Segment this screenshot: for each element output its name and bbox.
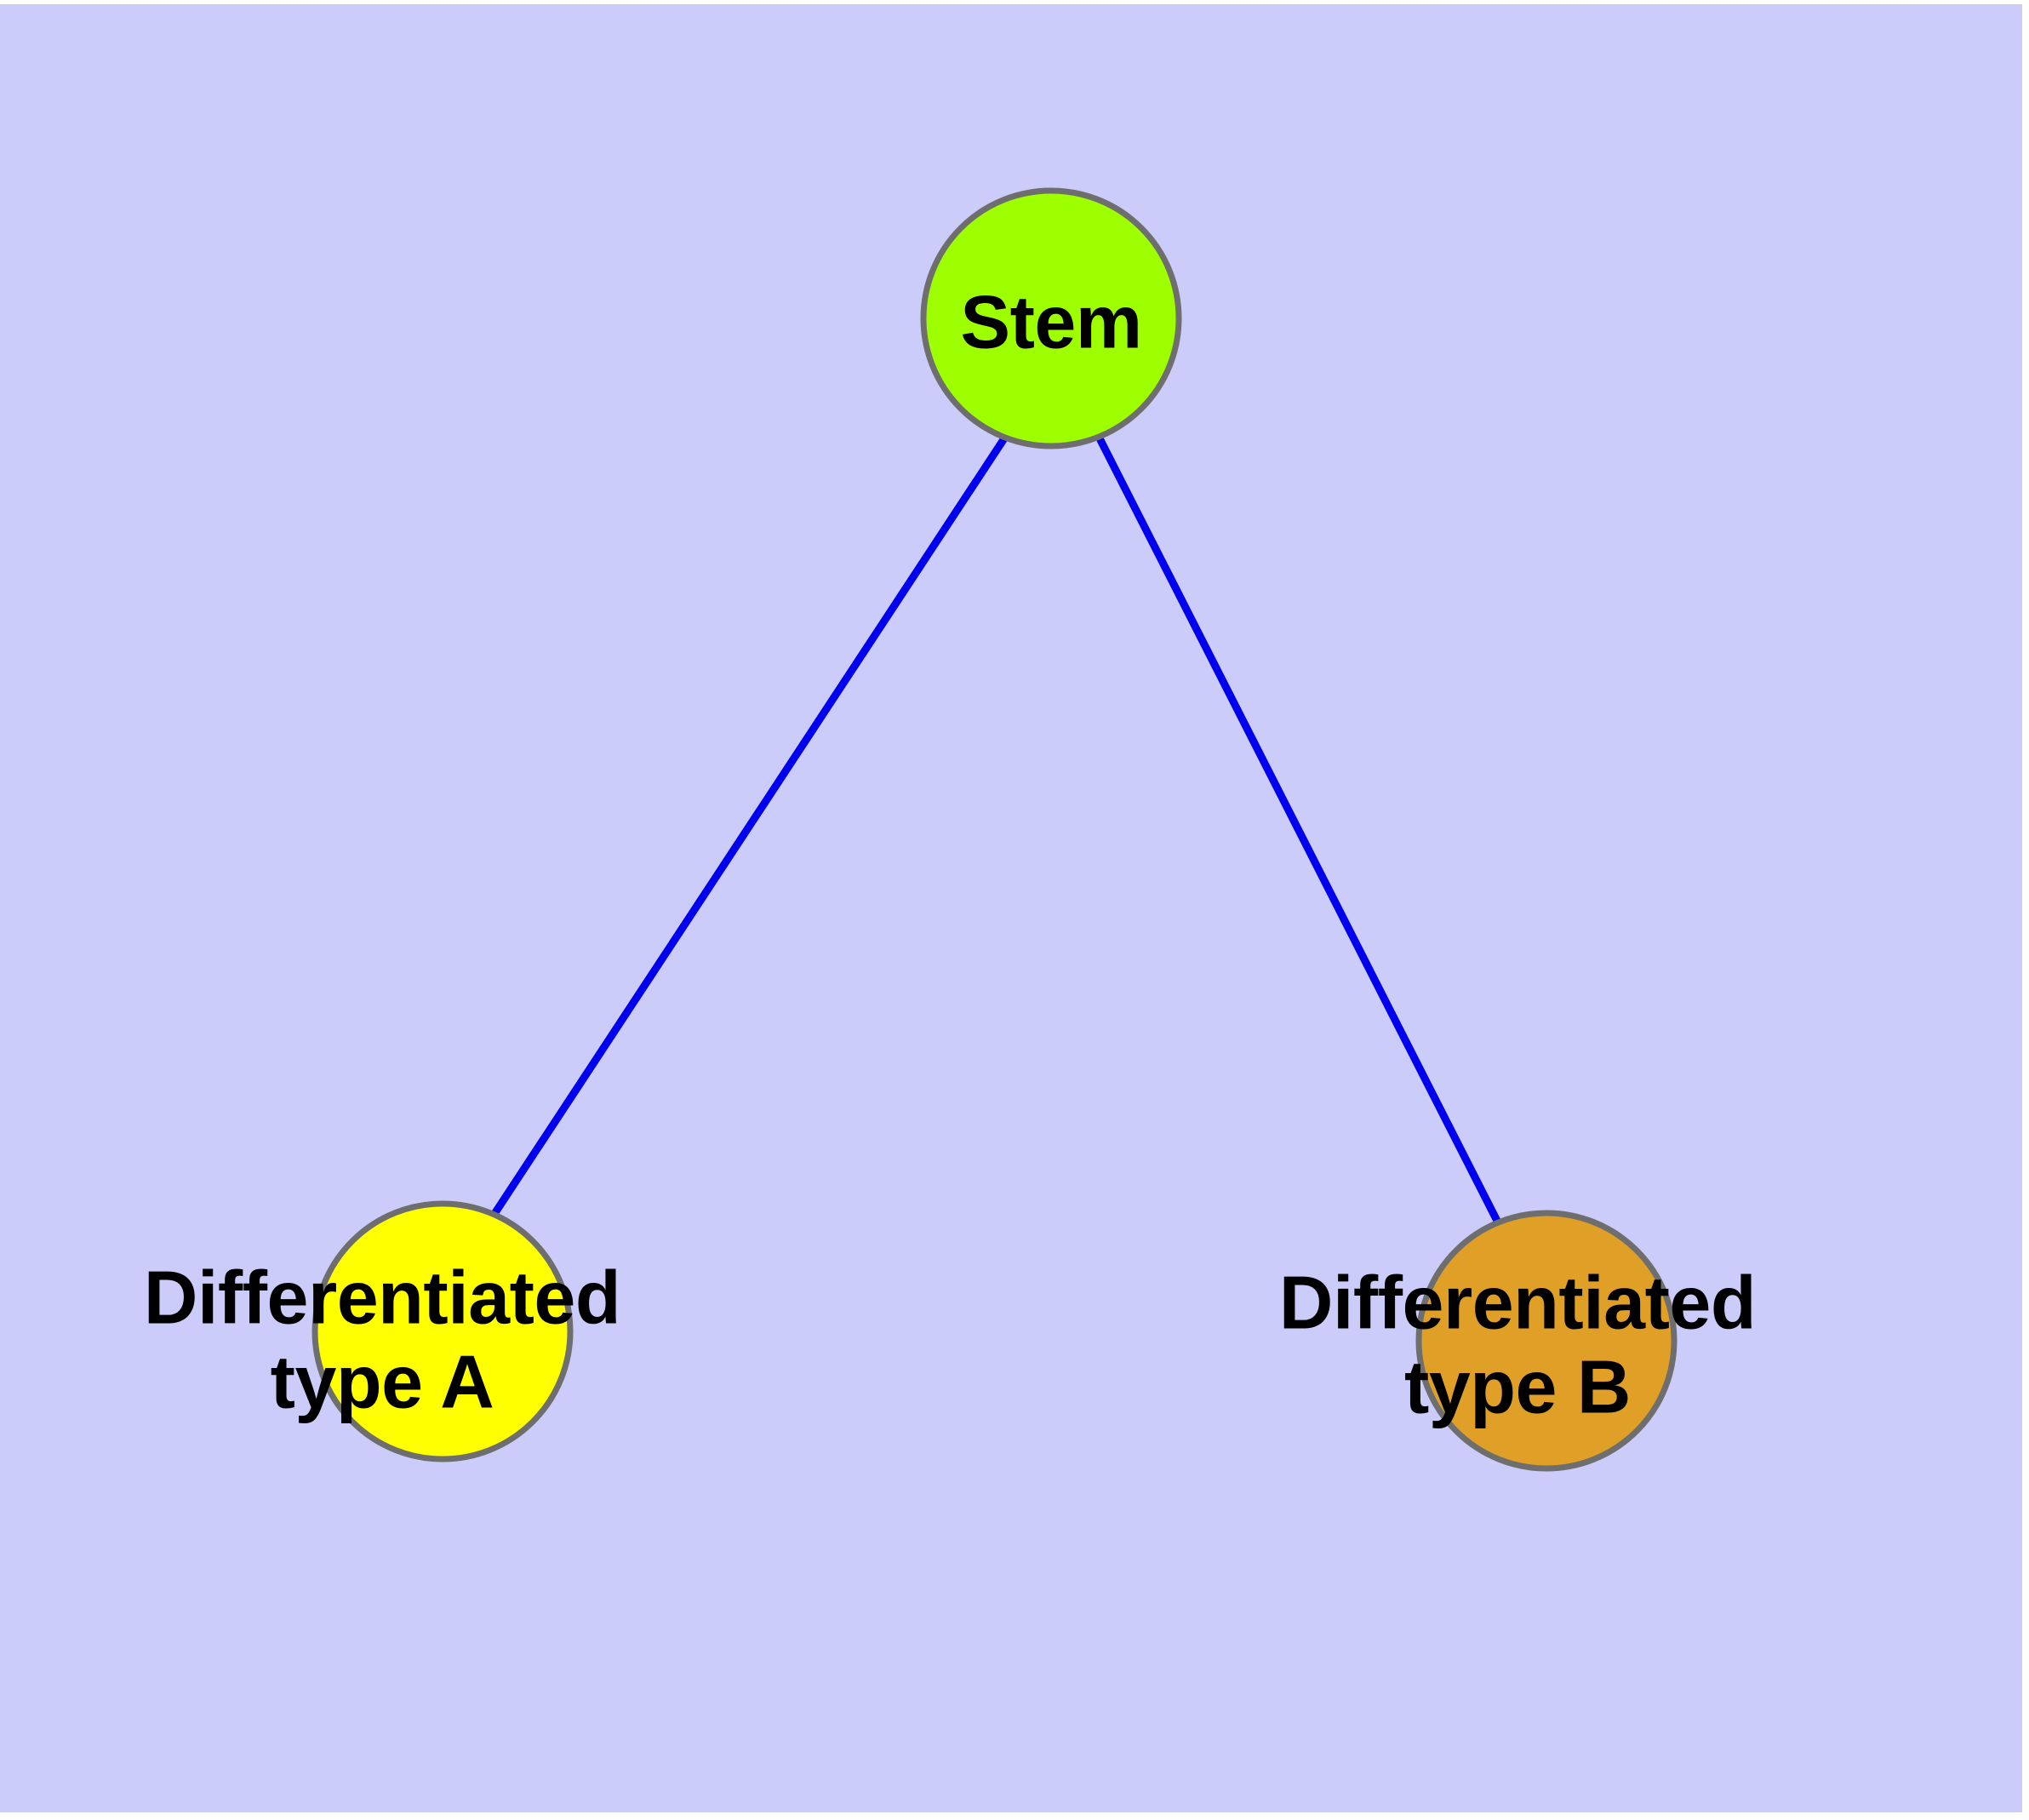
edge-stem-to-differentiated-type-a[interactable] — [486, 436, 1008, 1224]
edge-stem-to-differentiated-type-b[interactable] — [1095, 436, 1504, 1228]
node-stem[interactable] — [920, 187, 1182, 449]
node-layer — [311, 187, 1677, 1472]
graph-svg — [311, 187, 1677, 1472]
node-differentiated-type-b[interactable] — [1415, 1210, 1677, 1472]
node-differentiated-type-a[interactable] — [311, 1200, 574, 1462]
edge-layer — [486, 436, 1504, 1228]
